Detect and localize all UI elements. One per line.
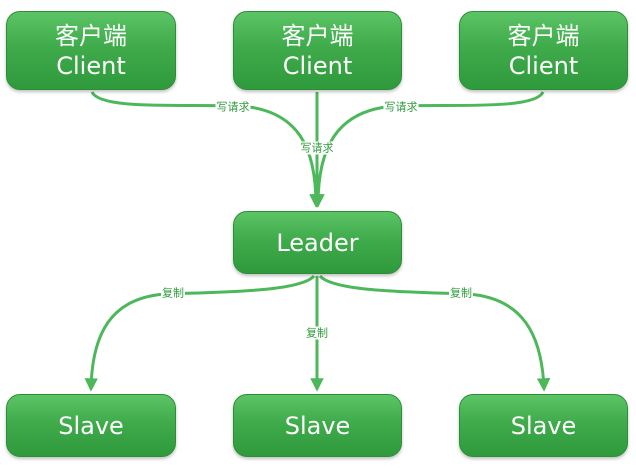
replicate-label-right: 复制: [449, 286, 473, 300]
write-edge-left: [90, 91, 323, 208]
client-node-center: 客户端 Client: [233, 11, 402, 90]
write-label-left: 写请求: [215, 100, 251, 114]
client-node-right: 客户端 Client: [459, 11, 628, 90]
client-node-cn-label: 客户端: [281, 21, 354, 50]
slave-node-right: Slave: [459, 394, 628, 457]
client-node-en-label: Client: [508, 51, 579, 80]
write-label-center: 写请求: [299, 141, 335, 155]
slave-node-center: Slave: [233, 394, 402, 457]
replicate-edge-right: [318, 274, 551, 392]
leader-node-label: Leader: [276, 228, 359, 257]
write-edge-right: [311, 91, 545, 208]
replicate-label-center: 复制: [305, 326, 329, 340]
write-label-right: 写请求: [383, 100, 419, 114]
replicate-edge-left: [84, 274, 316, 392]
replicate-label-left: 复制: [161, 286, 185, 300]
slave-node-label: Slave: [510, 411, 577, 440]
slave-node-left: Slave: [6, 394, 176, 457]
client-node-left: 客户端 Client: [6, 11, 176, 90]
slave-node-label: Slave: [284, 411, 351, 440]
leader-node: Leader: [233, 211, 402, 274]
client-node-en-label: Client: [56, 51, 126, 80]
client-node-cn-label: 客户端: [55, 21, 127, 50]
slave-node-label: Slave: [58, 411, 124, 440]
client-node-cn-label: 客户端: [507, 21, 580, 50]
client-node-en-label: Client: [282, 51, 353, 80]
